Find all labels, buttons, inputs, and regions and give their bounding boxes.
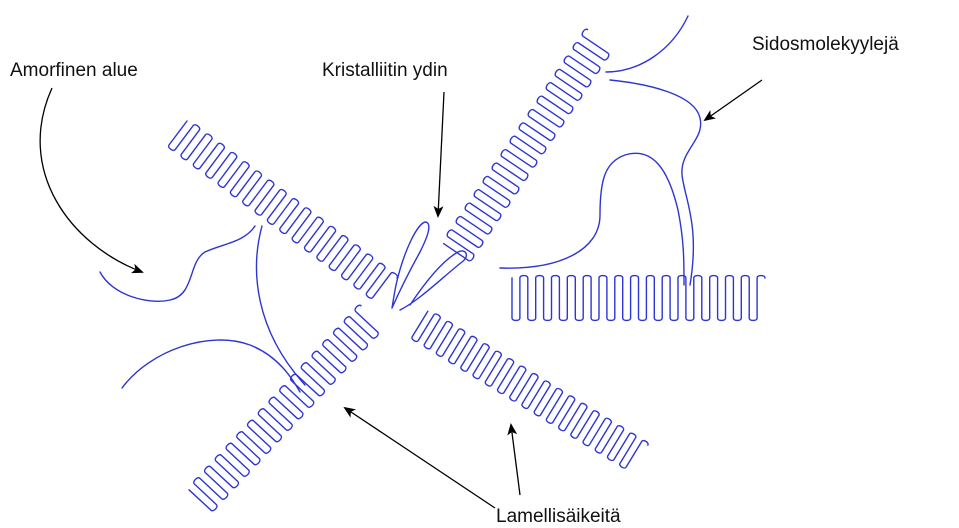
tie-molecule-top-arc (606, 16, 688, 72)
lamella-right-horizontal (512, 276, 765, 321)
lamellae-group (169, 29, 765, 510)
lamella-upper-right (444, 29, 609, 260)
lamella-upper-left (169, 121, 398, 298)
tie-molecule-upper (610, 80, 701, 285)
label-tie-molecules: Sidosmolekyylejä (752, 34, 899, 55)
lamella-lower-left (189, 305, 378, 510)
crystallite-core-chain-2 (400, 251, 466, 310)
arrow-lamellar-left (345, 408, 495, 508)
arrow-amorphous-region (40, 88, 142, 272)
arrow-tie-molecules (705, 80, 762, 120)
lamella-lower-right (412, 311, 648, 468)
crystallite-core-chain (392, 222, 429, 308)
arrow-lamellar-right (511, 425, 520, 495)
amorphous-chain-mid-loop (257, 226, 305, 385)
arrow-crystallite-core (438, 92, 444, 216)
label-crystallite-core: Kristalliitin ydin (322, 60, 448, 81)
label-lamellar-strands: Lamellisäikeitä (496, 506, 621, 527)
label-amorphous-region: Amorfinen alue (10, 60, 138, 81)
amorphous-chain-lower-left (122, 340, 300, 392)
